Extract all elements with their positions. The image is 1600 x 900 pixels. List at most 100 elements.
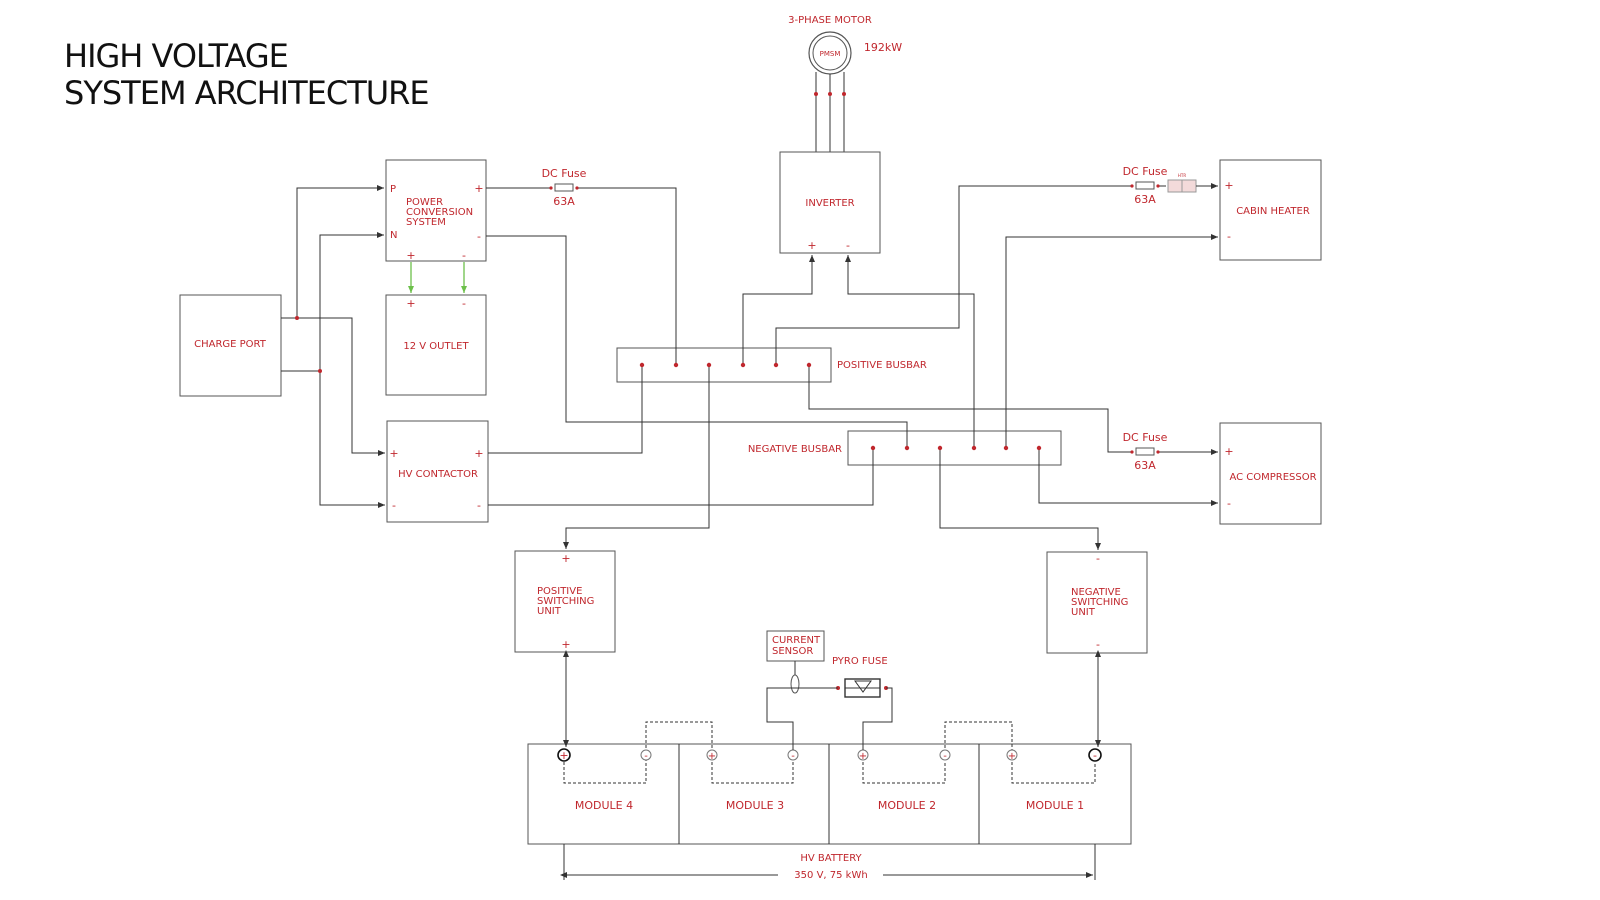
pos-switching-unit-box	[514, 550, 616, 653]
neg-su-line1: NEGATIVE	[1071, 587, 1121, 598]
pcs-label-line1: POWER	[406, 197, 443, 208]
pyro-fuse-label: PYRO FUSE	[832, 656, 888, 667]
module-1-internal-link	[1011, 762, 1096, 784]
pcs-out-plus: +	[474, 182, 483, 195]
neg-busbar-dot	[1003, 445, 1009, 451]
outlet-plus: +	[406, 297, 415, 310]
battery-main-positive-terminal	[557, 748, 571, 762]
wire-pos-busbar-to-inverter	[742, 255, 815, 365]
module-3-label: MODULE 3	[726, 799, 784, 812]
hv-contactor-in-plus: +	[389, 447, 398, 460]
current-sensor-box	[766, 630, 825, 662]
hv-contactor-label: HV CONTACTOR	[398, 469, 478, 480]
cabin-heater-plus: +	[1224, 179, 1233, 192]
inverter-box	[779, 151, 881, 254]
outlet-minus: -	[462, 297, 466, 310]
positive-busbar-box	[616, 347, 832, 383]
wire-pos-busbar-to-compressor-fuse	[808, 365, 1132, 453]
positive-busbar-label: POSITIVE BUSBAR	[837, 360, 927, 371]
junction-dot	[295, 316, 299, 320]
fuse-end-dot	[1156, 450, 1160, 454]
wire-module3-to-pyro	[766, 687, 838, 750]
neg-su-line2: SWITCHING	[1071, 597, 1128, 608]
wire-charge-to-pcs-p	[281, 185, 384, 319]
module-1-plus: +	[1008, 751, 1016, 762]
cabin-heater-box	[1219, 159, 1322, 261]
neg-su-bottom-minus: -	[1096, 638, 1100, 651]
pcs-p-label: P	[390, 184, 396, 195]
pcs-label-line3: SYSTEM	[406, 217, 446, 228]
wire-neg-busbar-to-heater	[1005, 234, 1218, 448]
hv-contactor-out-minus: -	[477, 499, 481, 512]
hv-battery: MODULE 4 MODULE 3 MODULE 2 MODULE 1 + - …	[527, 721, 1132, 881]
wire-pcs-to-neg-busbar	[486, 235, 908, 448]
negative-busbar: NEGATIVE BUSBAR	[748, 430, 1062, 466]
fuse-end-dot	[1156, 184, 1160, 188]
fuse-end-dot	[575, 186, 579, 190]
pos-su-line3: UNIT	[537, 606, 562, 617]
module-2-label: MODULE 2	[878, 799, 936, 812]
module-4-internal-link	[563, 755, 647, 784]
title-line-2: SYSTEM ARCHITECTURE	[64, 74, 430, 112]
battery-main-plus: +	[559, 749, 568, 762]
wiring	[281, 183, 1218, 750]
charge-port: CHARGE PORT	[179, 294, 282, 397]
motor: 3-PHASE MOTOR PMSM 192kW	[788, 15, 902, 152]
module-2-1-link	[944, 721, 1013, 753]
pcs-fuse-rating: 63A	[553, 195, 575, 208]
pcs-label-line2: CONVERSION	[406, 207, 473, 218]
fuse-end-dot	[1130, 184, 1134, 188]
charge-port-box	[179, 294, 282, 397]
cabin-heater: CABIN HEATER + -	[1219, 159, 1322, 261]
title-line-1: HIGH VOLTAGE	[64, 37, 289, 75]
module-3-internal-link	[711, 762, 794, 784]
negative-busbar-label: NEGATIVE BUSBAR	[748, 444, 842, 455]
cabin-heater-label: CABIN HEATER	[1236, 206, 1310, 217]
pos-su-line2: SWITCHING	[537, 596, 594, 607]
current-sensor-line1: CURRENT	[772, 635, 821, 646]
motor-type: PMSM	[820, 50, 841, 58]
module-1-positive-terminal	[1006, 749, 1018, 761]
pcs-fuse-icon	[554, 183, 574, 192]
charge-port-label: CHARGE PORT	[194, 339, 267, 350]
battery-main-negative-terminal	[1088, 748, 1102, 762]
ac-compressor-box	[1219, 422, 1322, 525]
module-4-label: MODULE 4	[575, 799, 633, 812]
fuse-end-dot	[1130, 450, 1134, 454]
module-3-plus: +	[708, 751, 716, 762]
neg-busbar-dot	[971, 445, 977, 451]
module-4-negative-terminal	[640, 749, 652, 761]
motor-phase-dot	[828, 92, 832, 96]
motor-phase-dot	[814, 92, 818, 96]
neg-busbar-dot	[1036, 445, 1042, 451]
wire-fuse-to-pos-busbar	[577, 187, 677, 365]
pos-busbar-dot	[773, 362, 779, 368]
inverter-plus: +	[807, 239, 816, 252]
busbar-dots	[639, 362, 1042, 451]
neg-busbar-dot	[870, 445, 876, 451]
pos-su-top-plus: +	[561, 552, 570, 565]
pcs-out-minus: -	[477, 230, 481, 243]
module-3-minus: -	[791, 751, 795, 762]
pcs-n-label: N	[390, 230, 397, 241]
wire-charge-to-contactor-plus	[297, 317, 385, 456]
12v-outlet: 12 V OUTLET + -	[385, 262, 487, 396]
wire-neg-busbar-to-nsu	[939, 448, 1101, 550]
wire-contactor-to-neg-busbar	[488, 448, 874, 506]
module-1-label: MODULE 1	[1026, 799, 1084, 812]
wire-charge-to-pcs-n	[281, 232, 384, 372]
pcs-box	[385, 159, 487, 262]
wire-neg-busbar-to-inverter	[845, 255, 975, 448]
pos-busbar-dot	[706, 362, 712, 368]
pcs-dc-fuse: DC Fuse 63A	[542, 167, 587, 208]
ac-compressor-label: AC COMPRESSOR	[1229, 472, 1316, 483]
battery-spec: 350 V, 75 kWh	[794, 870, 867, 881]
module-4-minus: -	[644, 751, 648, 762]
neg-switching-unit-box	[1046, 551, 1148, 654]
pos-busbar-dot	[673, 362, 679, 368]
power-conversion-system: P N POWER CONVERSION SYSTEM + - + -	[385, 159, 487, 262]
negative-switching-unit: NEGATIVE SWITCHING UNIT - -	[1046, 551, 1148, 654]
pyro-fuse-icon	[854, 680, 872, 693]
ac-compressor-plus: +	[1224, 445, 1233, 458]
pos-busbar-dot	[639, 362, 645, 368]
